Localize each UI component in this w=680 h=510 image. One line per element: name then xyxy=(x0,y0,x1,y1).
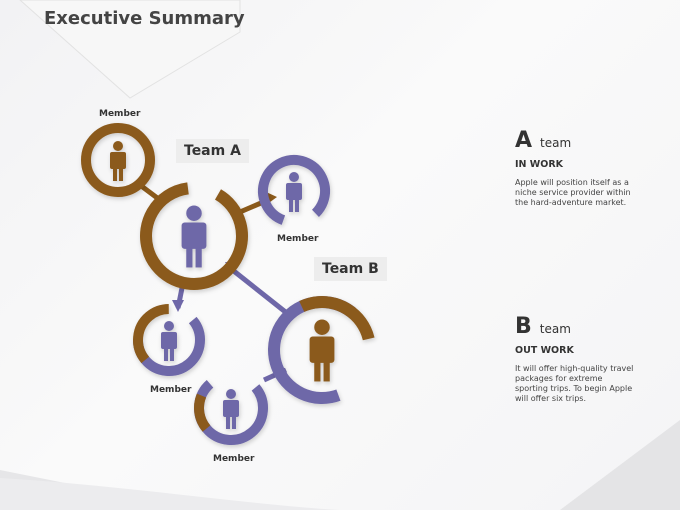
team-a-callout: Team A xyxy=(176,139,249,163)
team-a-hub-node xyxy=(140,182,248,290)
team-b-panel: B team OUT WORK It will offer high-quali… xyxy=(515,314,635,404)
team-b-hub-node xyxy=(268,296,376,404)
team-b-subtitle: OUT WORK xyxy=(515,345,574,356)
person-icon xyxy=(110,141,126,181)
team-b-callout: Team B xyxy=(314,257,387,281)
person-icon xyxy=(286,172,302,212)
team-a-description: Apple will position itself as a niche se… xyxy=(515,178,631,207)
member-node-bottom xyxy=(194,371,268,445)
member-node-top-right xyxy=(258,155,331,227)
person-icon xyxy=(161,321,177,361)
team-b-letter: B xyxy=(515,314,532,339)
member-label: Member xyxy=(213,454,255,464)
member-node-mid-left xyxy=(133,304,205,376)
person-icon xyxy=(309,319,335,382)
team-a-letter: A xyxy=(515,128,533,153)
team-b-description: It will offer high-quality travel packag… xyxy=(515,364,634,403)
member-label: Member xyxy=(277,234,319,244)
member-label: Member xyxy=(99,109,141,119)
team-a-subtitle: IN WORK xyxy=(515,159,564,170)
person-icon xyxy=(223,389,239,429)
page-title: Executive Summary xyxy=(44,8,245,29)
team-b-word: team xyxy=(539,322,571,336)
member-node-top-left xyxy=(81,123,155,197)
person-icon xyxy=(181,205,207,268)
team-a-word: team xyxy=(540,136,572,150)
member-label: Member xyxy=(150,385,192,395)
team-a-panel: A team IN WORK Apple will position itsel… xyxy=(515,128,635,208)
